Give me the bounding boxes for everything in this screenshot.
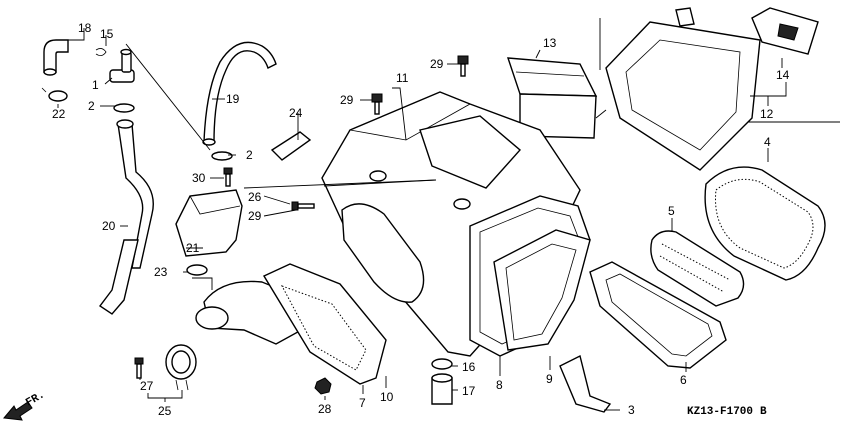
callout-29-a: 29: [430, 57, 444, 71]
part-12-upper-case: [605, 7, 761, 171]
callout-28: 28: [318, 402, 332, 416]
callout-17: 17: [462, 384, 476, 398]
callout-3: 3: [628, 403, 635, 417]
diagram-code: KZ13-F1700: [687, 406, 753, 418]
callout-27: 27: [140, 379, 154, 393]
callout-15: 15: [100, 27, 114, 41]
part-20-drain-tube: [98, 119, 154, 315]
part-18-breather-hose: [43, 39, 69, 76]
callout-2-a: 2: [88, 99, 95, 113]
part-5-screen: [650, 230, 745, 307]
callout-18: 18: [78, 21, 92, 35]
part-16-ring: [431, 358, 453, 370]
callout-22: 22: [52, 107, 66, 121]
part-2-clip-upper: [113, 103, 135, 113]
callout-23: 23: [154, 265, 168, 279]
callout-13: 13: [543, 36, 557, 50]
callout-4: 4: [764, 135, 771, 149]
part-3-bracket: [559, 354, 612, 413]
part-17-plug: [431, 373, 453, 405]
part-24-seal: [270, 131, 312, 161]
callout-20: 20: [102, 219, 116, 233]
callout-24: 24: [289, 106, 303, 120]
callout-5: 5: [668, 204, 675, 218]
part-28-nut: [314, 377, 332, 395]
part-2-clip-lower: [211, 151, 233, 161]
callout-11: 11: [396, 71, 409, 85]
part-29-bolt-mid: [371, 93, 383, 115]
revision-mark: B: [760, 406, 767, 418]
callout-7: 7: [359, 396, 366, 410]
callout-16: 16: [462, 360, 476, 374]
callout-8: 8: [496, 378, 503, 392]
callout-14: 14: [776, 68, 790, 82]
direction-label: FR.: [24, 389, 47, 409]
part-26-bolt: [291, 201, 315, 211]
callout-25: 25: [158, 404, 172, 418]
part-27-screw: [134, 357, 144, 379]
part-21-chamber: [175, 189, 243, 257]
callout-1: 1: [92, 78, 99, 92]
part-6-frame: [589, 261, 727, 369]
callout-29-c: 29: [248, 209, 262, 223]
callout-26: 26: [248, 190, 262, 204]
part-15-clip: [95, 48, 107, 56]
part-13-lid: [507, 57, 598, 139]
part-14-cover: [751, 7, 819, 55]
callout-12: 12: [760, 107, 774, 121]
callout-29-b: 29: [340, 93, 354, 107]
part-9-holder: [493, 229, 591, 351]
callout-6: 6: [680, 373, 687, 387]
part-29-bolt-top: [457, 55, 469, 77]
part-19-hose: [202, 41, 277, 146]
part-30-bolt: [223, 167, 233, 187]
callout-21: 21: [186, 241, 200, 255]
part-7-plate: [262, 263, 387, 385]
front-direction-arrow: FR.: [3, 389, 47, 421]
part-4-filter-element: [704, 166, 826, 281]
callout-19: 19: [226, 92, 240, 106]
part-23-clip: [186, 264, 208, 276]
part-25-clamp: [165, 344, 197, 391]
callout-10: 10: [380, 390, 394, 404]
part-22-clip: [41, 87, 68, 102]
part-1-joint: [109, 48, 135, 83]
leader-lines: [57, 18, 840, 411]
callout-2-b: 2: [246, 148, 253, 162]
callout-30: 30: [192, 171, 206, 185]
callout-9: 9: [546, 372, 553, 386]
